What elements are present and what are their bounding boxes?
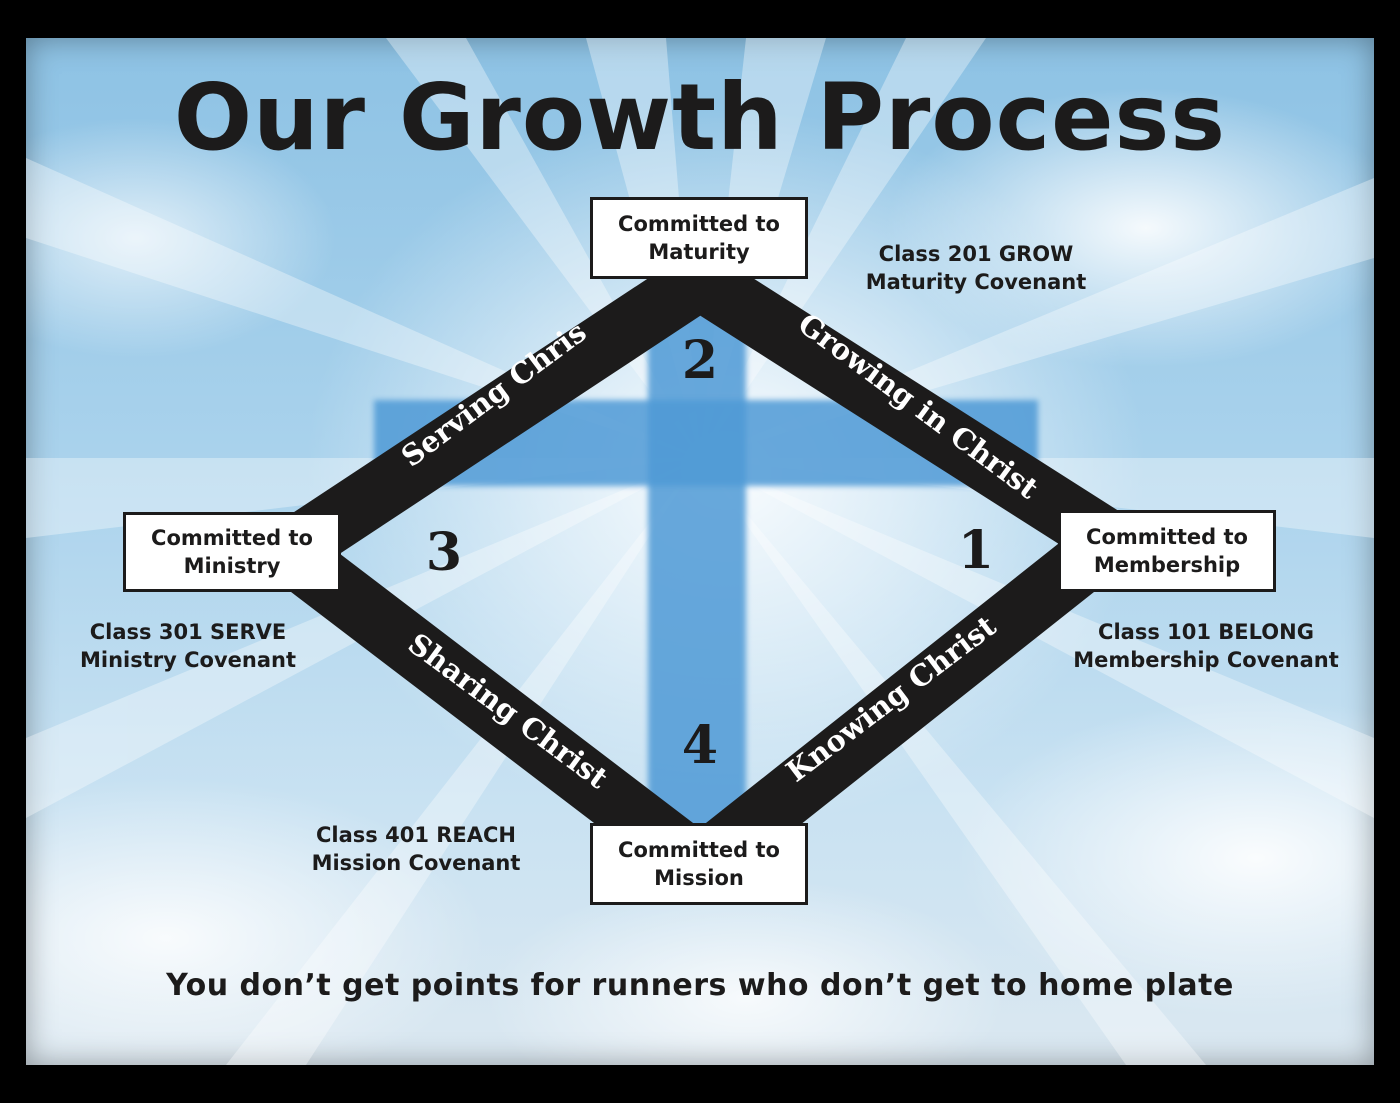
class-line: Class 201 GROW — [878, 242, 1074, 266]
step-number-2: 2 — [682, 330, 718, 391]
class-grow-label: Class 201 GROW Maturity Covenant — [826, 240, 1126, 296]
poster-frame: Our Growth Process Serving Christ Growin… — [26, 38, 1374, 1065]
box-line: Committed to — [618, 212, 780, 236]
step-number-3: 3 — [426, 522, 462, 583]
box-line: Committed to — [618, 838, 780, 862]
box-line: Maturity — [648, 240, 750, 264]
growth-diamond: Serving Christ Growing in Christ Sharing… — [26, 38, 1162, 904]
class-line: Ministry Covenant — [79, 648, 297, 672]
box-line: Ministry — [183, 554, 281, 578]
class-line: Membership Covenant — [1073, 648, 1339, 672]
box-line: Committed to — [1086, 525, 1248, 549]
class-belong-label: Class 101 BELONG Membership Covenant — [1046, 618, 1366, 674]
page-title: Our Growth Process — [173, 64, 1227, 171]
box-line: Mission — [654, 866, 744, 890]
edge-label-knowing: Knowing Christ — [780, 608, 1003, 788]
class-line: Class 101 BELONG — [1098, 620, 1314, 644]
class-line: Class 301 SERVE — [89, 620, 287, 644]
step-number-1: 1 — [958, 520, 994, 581]
class-line: Maturity Covenant — [865, 270, 1087, 294]
class-serve-label: Class 301 SERVE Ministry Covenant — [48, 618, 328, 674]
class-line: Class 401 REACH — [316, 823, 516, 847]
edge-label-sharing: Sharing Christ — [402, 626, 615, 795]
cross-vertical-beam — [648, 288, 746, 848]
box-committed-ministry: Committed to Ministry — [123, 512, 341, 592]
edge-label-growing: Growing in Christ — [792, 306, 1045, 506]
class-line: Mission Covenant — [311, 851, 521, 875]
box-committed-maturity: Committed to Maturity — [590, 197, 808, 279]
step-number-4: 4 — [682, 715, 718, 776]
box-committed-mission: Committed to Mission — [590, 823, 808, 905]
box-line: Membership — [1093, 553, 1241, 577]
tagline: You don’t get points for runners who don… — [166, 968, 1234, 1003]
box-line: Committed to — [151, 526, 313, 550]
class-reach-label: Class 401 REACH Mission Covenant — [281, 821, 551, 877]
box-committed-membership: Committed to Membership — [1058, 510, 1276, 592]
